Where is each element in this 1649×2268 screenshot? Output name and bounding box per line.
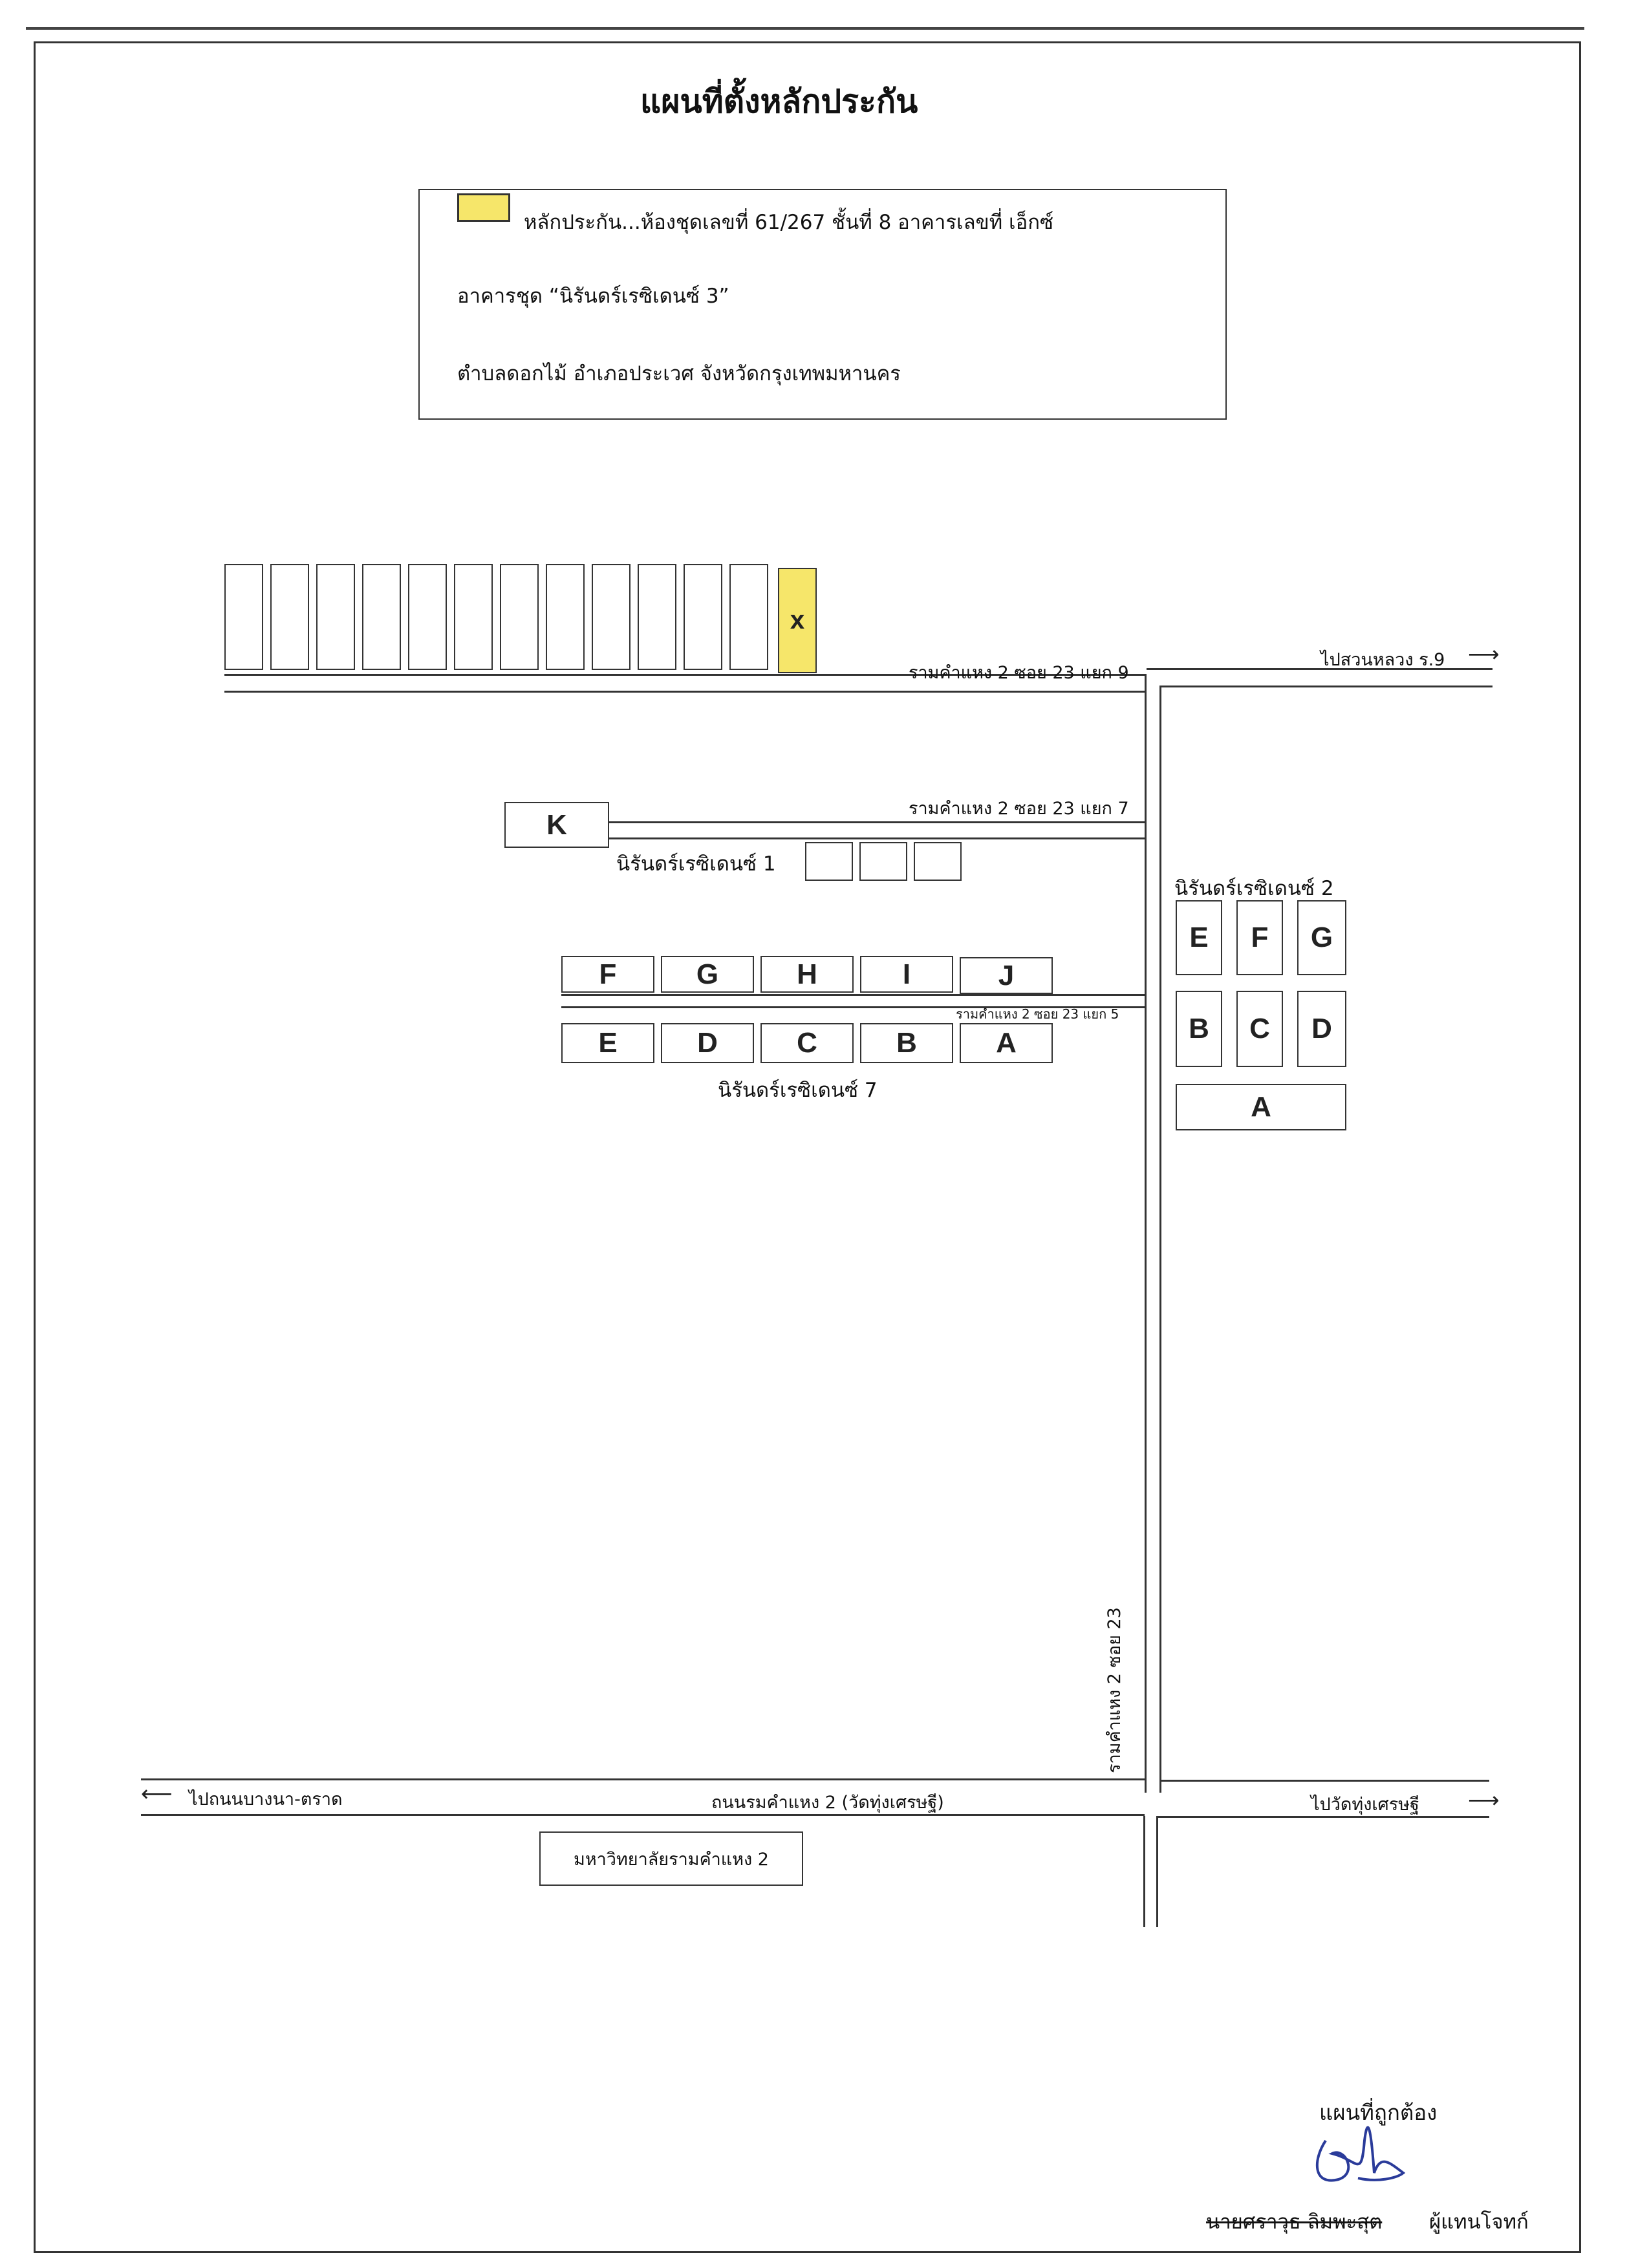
residence1-unit xyxy=(859,842,907,881)
arrow-left-icon: ⟵ xyxy=(141,1781,173,1807)
legend-swatch xyxy=(457,193,510,222)
building-res7-d: D xyxy=(661,1023,754,1063)
top-rule xyxy=(26,27,1584,30)
direction-label-bangna: ไปถนนบางนา-ตราด xyxy=(189,1789,343,1809)
road-label-soi23: รามคำแหง 2 ซอย 23 xyxy=(1104,1607,1125,1773)
direction-label-wat: ไปวัดทุ่งเศรษฐี xyxy=(1311,1795,1419,1815)
road-lower-right-edge xyxy=(1156,1816,1158,1927)
road-label-soi5: รามคำแหง 2 ซอย 23 แยก 5 xyxy=(956,1006,1119,1022)
place-label-residence2: นิรันดร์เรซิเดนซ์ 2 xyxy=(1174,877,1334,900)
signer-role: ผู้แทนโจทก์ xyxy=(1429,2210,1529,2234)
building-unit xyxy=(546,564,585,670)
main-road-top-edge xyxy=(141,1778,1146,1780)
road-soi7-top-edge xyxy=(609,821,1146,823)
place-label-residence1: นิรันดร์เรซิเดนซ์ 1 xyxy=(616,852,776,876)
building-res2-c: C xyxy=(1236,991,1283,1067)
building-k: K xyxy=(504,802,609,848)
building-unit xyxy=(362,564,401,670)
road-soi23-left-edge xyxy=(1145,674,1147,1793)
building-unit xyxy=(224,564,263,670)
building-res7-b: B xyxy=(860,1023,953,1063)
road-soi9-bottom-edge xyxy=(224,691,1147,693)
collateral-building-x: x xyxy=(778,568,817,673)
building-res2-e: E xyxy=(1176,900,1222,975)
building-res2-f: F xyxy=(1236,900,1283,975)
road-label-soi7: รามคำแหง 2 ซอย 23 แยก 7 xyxy=(909,799,1129,819)
building-res7-h: H xyxy=(760,956,854,993)
main-road-bottom-edge-right xyxy=(1158,1816,1489,1818)
road-label-main: ถนนรมคำแหง 2 (วัดทุ่งเศรษฐี) xyxy=(711,1793,944,1813)
building-unit xyxy=(454,564,493,670)
building-unit xyxy=(270,564,309,670)
road-soi9-top-edge xyxy=(224,674,1147,676)
residence1-unit xyxy=(914,842,962,881)
legend-line-1: หลักประกัน...ห้องชุดเลขที่ 61/267 ชั้นที… xyxy=(524,211,1054,234)
road-label-soi9: รามคำแหง 2 ซอย 23 แยก 9 xyxy=(909,663,1129,683)
certified-label: แผนที่ถูกต้อง xyxy=(1319,2100,1438,2125)
building-res2-a: A xyxy=(1176,1084,1346,1130)
road-soi7-bottom-edge xyxy=(609,837,1146,839)
building-unit xyxy=(684,564,722,670)
arrow-right-icon: ⟶ xyxy=(1468,642,1500,667)
building-res7-i: I xyxy=(860,956,953,993)
legend-line-3: ตำบลดอกไม้ อำเภอประเวศ จังหวัดกรุงเทพมหา… xyxy=(457,362,901,385)
building-unit xyxy=(638,564,676,670)
road-lower-left-edge xyxy=(1143,1816,1145,1927)
building-res7-e: E xyxy=(561,1023,654,1063)
direction-label-park: ไปสวนหลวง ร.9 xyxy=(1320,650,1445,670)
main-road-bottom-edge xyxy=(141,1814,1145,1816)
building-res2-b: B xyxy=(1176,991,1222,1067)
road-soi23-right-edge xyxy=(1159,686,1161,1793)
building-res2-g: G xyxy=(1297,900,1346,975)
building-res2-d: D xyxy=(1297,991,1346,1067)
place-label-residence7: นิรันดร์เรซิเดนซ์ 7 xyxy=(718,1079,878,1102)
main-road-top-edge-right xyxy=(1159,1780,1489,1782)
page-frame xyxy=(34,41,1581,2253)
signer-name: นายศราวุธ ลิมพะสุต xyxy=(1206,2210,1383,2234)
building-unit xyxy=(500,564,539,670)
building-res7-g: G xyxy=(661,956,754,993)
building-res7-j: J xyxy=(960,957,1053,994)
university-box: มหาวิทยาลัยรามคำแหง 2 xyxy=(539,1831,803,1886)
legend-box xyxy=(418,189,1227,420)
building-res7-f: F xyxy=(561,956,654,993)
place-label-university: มหาวิทยาลัยรามคำแหง 2 xyxy=(574,1849,769,1870)
building-unit xyxy=(408,564,447,670)
page-title: แผนที่ตั้งหลักประกัน xyxy=(640,83,918,120)
building-res7-c: C xyxy=(760,1023,854,1063)
building-unit xyxy=(316,564,355,670)
road-soi5-top-edge xyxy=(561,994,1146,996)
arrow-right-icon: ⟶ xyxy=(1468,1787,1500,1813)
building-res7-a: A xyxy=(960,1023,1053,1063)
road-park-bottom-edge xyxy=(1161,686,1493,687)
road-park-top-edge xyxy=(1147,668,1493,670)
building-unit xyxy=(592,564,630,670)
legend-line-2: อาคารชุด “นิรันดร์เรซิเดนซ์ 3” xyxy=(457,285,729,308)
residence1-unit xyxy=(805,842,853,881)
building-unit xyxy=(729,564,768,670)
road-soi5-bottom-edge xyxy=(561,1006,1146,1008)
signature-graphic xyxy=(1316,2126,1406,2182)
